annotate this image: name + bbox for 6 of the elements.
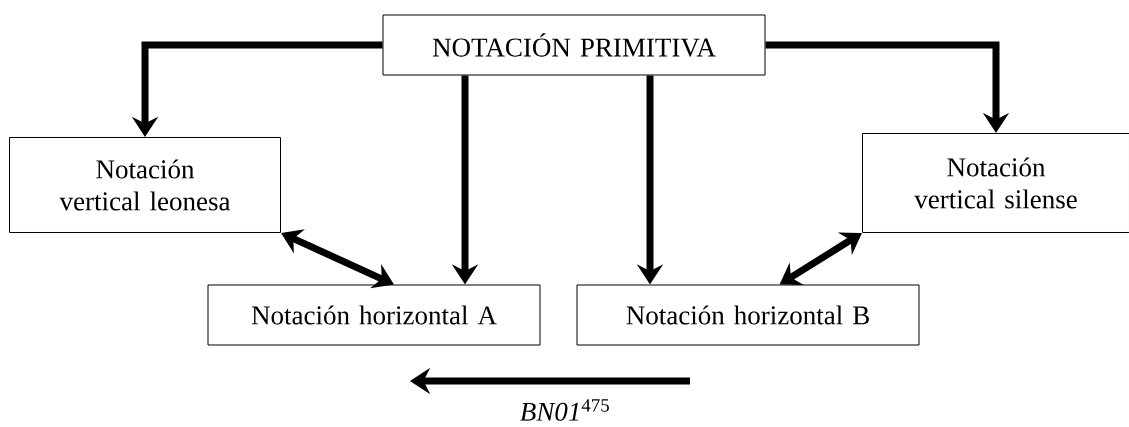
text-box: Notación vertical silense [862, 133, 1129, 233]
text-box: Notación horizontal A [207, 284, 541, 346]
text-box: Notación horizontal B [576, 284, 920, 346]
text-box: Notación vertical leonesa [9, 137, 281, 233]
text-box: NOTACIÓN PRIMITIVA [382, 14, 766, 76]
caption-label: BN01$^{475}$ [520, 399, 609, 421]
